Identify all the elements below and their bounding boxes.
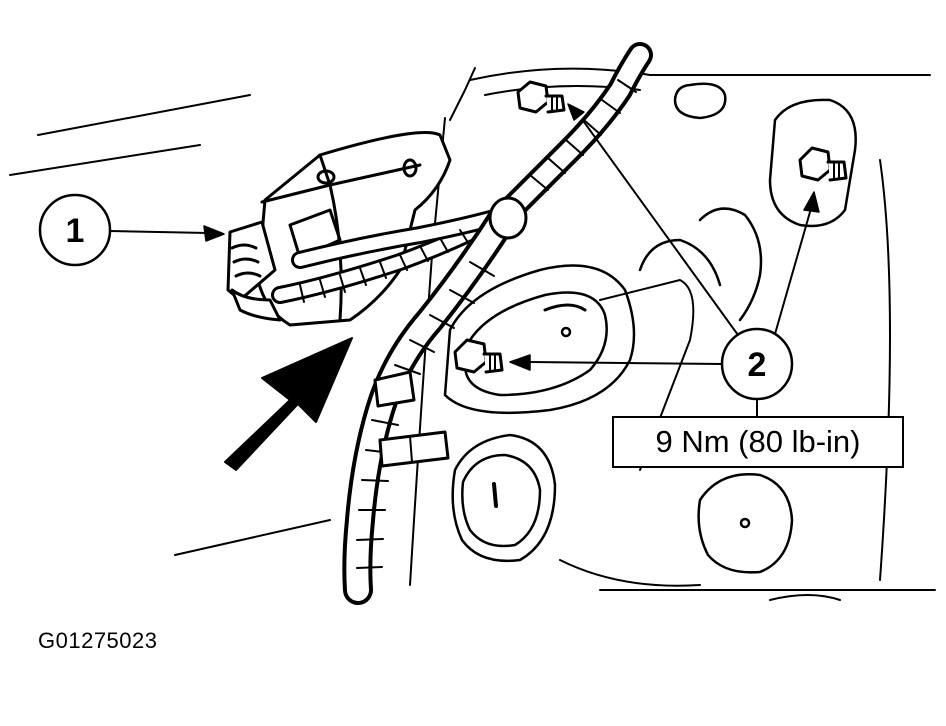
wiring-harness [271, 42, 653, 605]
nut-center [453, 338, 504, 374]
callout-2-group [509, 103, 820, 417]
nut-right [798, 146, 848, 182]
callout-1-number: 1 [66, 212, 85, 250]
control-module [226, 131, 452, 327]
callout-1-group [38, 193, 225, 267]
door-panel [443, 67, 936, 601]
callout-2-number: 2 [748, 346, 767, 384]
torque-spec-label: 9 Nm (80 lb-in) [612, 416, 904, 468]
figure-id-label: G01275023 [38, 628, 158, 653]
nut-top [516, 80, 566, 114]
view-direction-arrow [224, 337, 353, 471]
